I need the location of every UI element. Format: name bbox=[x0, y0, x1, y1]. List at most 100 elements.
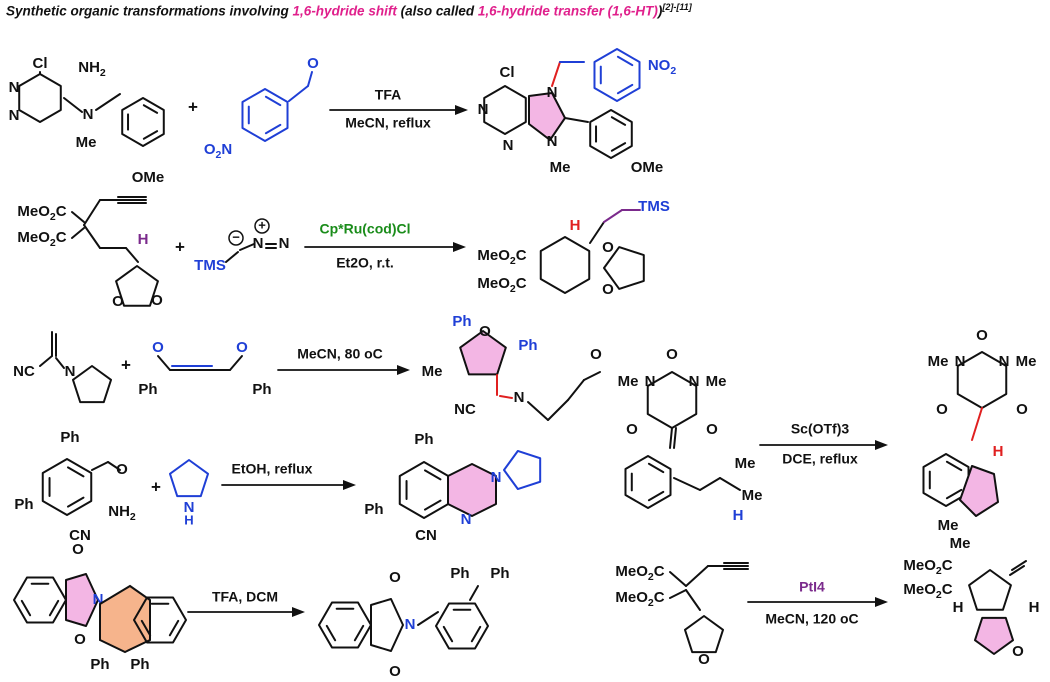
arrow-head bbox=[875, 597, 888, 607]
phenyl-label: Ph bbox=[60, 429, 79, 446]
imidazoline-nitrogen: N bbox=[547, 133, 558, 150]
bond bbox=[225, 251, 239, 263]
oxazocine-ring bbox=[99, 584, 151, 654]
tms-label: TMS bbox=[638, 198, 670, 215]
dioxolane-ring bbox=[115, 265, 159, 307]
diazo-nitrogen: N bbox=[253, 235, 264, 252]
phenyl-label: Ph bbox=[90, 656, 109, 673]
carbonyl-oxygen: O bbox=[389, 663, 401, 680]
hydride-label: H bbox=[138, 231, 149, 248]
bond bbox=[91, 461, 109, 471]
chloro-label: Cl bbox=[500, 64, 515, 81]
nitro-label: O2N bbox=[204, 141, 232, 161]
cyclopentane-ring bbox=[968, 569, 1012, 611]
bond bbox=[589, 221, 605, 244]
methoxy-label: OMe bbox=[631, 159, 664, 176]
condition-label: PtI4 bbox=[799, 579, 825, 595]
title-middle: (also called bbox=[396, 3, 478, 19]
ester-label: MeO2C bbox=[17, 229, 66, 249]
aromatic-bond bbox=[647, 490, 665, 502]
condition-label: MeCN, 80 oC bbox=[297, 346, 383, 362]
tetrahydrofuran-ring bbox=[683, 615, 725, 654]
aromatic-bond bbox=[610, 142, 627, 152]
nh-label: N bbox=[461, 511, 472, 528]
bond bbox=[71, 227, 85, 239]
bond bbox=[499, 395, 513, 399]
ring-oxygen: O bbox=[74, 631, 86, 648]
aromatic-bond bbox=[423, 499, 442, 511]
methyl-label: Me bbox=[706, 373, 727, 390]
phthalimide-ring bbox=[318, 601, 372, 649]
bond bbox=[551, 61, 561, 87]
ring-nitrogen: N bbox=[999, 353, 1010, 370]
bond bbox=[673, 427, 677, 449]
methoxy-label: OMe bbox=[132, 169, 165, 186]
aromatic-bond bbox=[168, 619, 180, 637]
ketone-oxygen: O bbox=[236, 339, 248, 356]
condition-label: MeCN, reflux bbox=[345, 115, 431, 131]
bond bbox=[239, 243, 255, 251]
aromatic-bond bbox=[264, 95, 282, 107]
aromatic-bond bbox=[66, 466, 85, 478]
aromatic-bond bbox=[647, 462, 665, 474]
phenyl-label: Ph bbox=[414, 431, 433, 448]
condition-label: TFA, DCM bbox=[212, 589, 278, 605]
carbonyl-oxygen: O bbox=[1016, 401, 1028, 418]
condition-label: Sc(OTf)3 bbox=[791, 421, 850, 437]
ring-nitrogen: N bbox=[689, 373, 700, 390]
aromatic-bond bbox=[142, 130, 159, 140]
bond bbox=[107, 461, 121, 471]
cyclohexane-ring bbox=[539, 236, 591, 294]
aromatic-bond bbox=[48, 599, 60, 617]
bond bbox=[547, 399, 569, 421]
imidazoline-ring bbox=[528, 92, 566, 141]
title-suffix: ) bbox=[657, 3, 663, 19]
carbonyl-oxygen: O bbox=[666, 346, 678, 363]
tetrahydroquinazoline-ring bbox=[447, 463, 497, 517]
methyl-label: Me bbox=[950, 535, 971, 552]
methyl-label: Me bbox=[928, 353, 949, 370]
aromatic-bond bbox=[353, 624, 365, 642]
phenyl-label: Ph bbox=[130, 656, 149, 673]
bond bbox=[685, 589, 701, 611]
arrow-head bbox=[453, 242, 466, 252]
pyrrolidine-ring bbox=[168, 459, 210, 498]
ring-nitrogen: N bbox=[9, 79, 20, 96]
pyrimidine-ring bbox=[18, 73, 62, 123]
condition-label: Cp*Ru(cod)Cl bbox=[320, 221, 411, 237]
bond bbox=[288, 85, 309, 102]
ring-oxygen: O bbox=[112, 293, 124, 310]
condition-label: EtOH, reflux bbox=[232, 461, 313, 477]
nitro-label: NO2 bbox=[648, 57, 677, 77]
phenyl-label: Ph bbox=[518, 337, 537, 354]
ring-nitrogen: N bbox=[645, 373, 656, 390]
ring-nitrogen: N bbox=[503, 137, 514, 154]
plus-sign: + bbox=[121, 355, 131, 374]
purine-pyrimidine-ring bbox=[483, 85, 527, 135]
aryl-ring bbox=[41, 458, 93, 516]
scheme-title: Synthetic organic transformations involv… bbox=[6, 2, 692, 19]
aromatic-bond bbox=[470, 625, 482, 643]
aromatic-bond bbox=[142, 104, 159, 114]
furan-ring bbox=[459, 330, 507, 376]
nitrile-label: CN bbox=[415, 527, 437, 544]
hydride-label: H bbox=[1029, 599, 1040, 616]
arrow-head bbox=[455, 105, 468, 115]
pyrrolidine-nitrogen: N bbox=[184, 499, 195, 516]
hydride-label: H bbox=[953, 599, 964, 616]
aromatic-bond bbox=[616, 55, 634, 67]
carbonyl-oxygen: O bbox=[626, 421, 638, 438]
chloro-label: Cl bbox=[33, 55, 48, 72]
carbonyl-oxygen: O bbox=[706, 421, 718, 438]
condition-label: DCE, reflux bbox=[782, 451, 858, 467]
nitrobenzene-ring bbox=[241, 88, 289, 142]
plus-sign: + bbox=[188, 97, 198, 116]
bond bbox=[95, 93, 121, 111]
aromatic-bond bbox=[945, 488, 963, 500]
aromatic-bond bbox=[325, 624, 337, 642]
imide-nitrogen: N bbox=[93, 591, 104, 608]
tetrahydrofuran-ring bbox=[973, 616, 1015, 655]
ring-oxygen: O bbox=[602, 239, 614, 256]
charge-minus bbox=[228, 230, 244, 246]
phthalimide-ring bbox=[13, 576, 67, 624]
